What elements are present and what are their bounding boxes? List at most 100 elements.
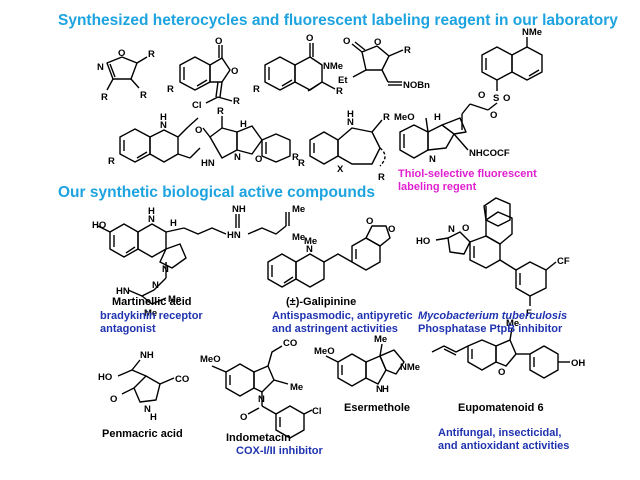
tri-O2: O xyxy=(255,154,262,165)
heading-synthesized: Synthesized heterocycles and fluorescent… xyxy=(58,12,618,29)
bzd-R1: R xyxy=(383,112,390,123)
phth-R2: R xyxy=(167,84,174,95)
pen-H: H xyxy=(150,412,157,423)
pen-O: O xyxy=(110,394,117,405)
esermethole-name: Esermethole xyxy=(344,402,411,414)
eupomatenoid-structure: O Me OH xyxy=(431,318,585,379)
phth-R1: R xyxy=(233,96,240,107)
bzd-H: H xyxy=(347,109,354,120)
eupomatenoid-name: Eupomatenoid 6 xyxy=(458,402,544,414)
ese-MeO: MeO xyxy=(314,346,335,357)
myc-CF3: CF xyxy=(557,256,570,267)
tri-N: N xyxy=(234,152,241,163)
pen-HO2C: HO xyxy=(98,372,112,383)
mar-HN: HN xyxy=(227,230,241,241)
reag-NHCOCF3: NHCOCF xyxy=(469,148,510,159)
galipinine-activity-2: and astringent activities xyxy=(272,323,398,335)
bzd-X: X xyxy=(337,164,344,175)
eup-Me: Me xyxy=(506,318,519,329)
mar-HN-b: HN xyxy=(116,286,130,297)
iso-R2: R xyxy=(148,49,155,60)
mar-Me4: Me xyxy=(144,308,157,319)
reag-H: H xyxy=(434,112,441,123)
eup-OH: OH xyxy=(571,358,585,369)
martinellic-acid-name: Martinellic acid xyxy=(112,296,192,308)
ese-H: H xyxy=(382,384,389,395)
myc-O: O xyxy=(462,223,469,234)
mar-N: N xyxy=(148,214,155,225)
iso-R1: R xyxy=(101,92,108,103)
ese-Me: Me xyxy=(374,334,387,345)
isoxazole-structure: N O R R R xyxy=(97,48,155,103)
pen-NH: N xyxy=(144,404,151,415)
penmacric-acid-structure: HO NH O N H CO xyxy=(98,350,189,423)
pen-NH2: NH xyxy=(140,350,154,361)
ptpb-activity-italic: Mycobacterium tuberculosis xyxy=(418,310,568,322)
iso-R3: R xyxy=(140,90,147,101)
galipinine-activity-1: Antispasmodic, antipyretic xyxy=(272,310,413,322)
isoq-R1: R xyxy=(336,86,343,97)
ind-N: N xyxy=(258,394,265,405)
ptpb-activity: Phosphatase PtpB inhibitor xyxy=(418,323,563,335)
mar-HO2C: HO xyxy=(92,220,106,231)
reag-MeO: MeO xyxy=(394,112,415,123)
gal-N: N xyxy=(306,244,313,255)
tricyclic-structure: O R HN N H O R xyxy=(195,106,299,169)
eup-O: O xyxy=(498,367,505,378)
ptpb-inhibitor-structure: HO O N CF F xyxy=(416,197,570,319)
mar-NH: NH xyxy=(232,204,246,215)
mar-N3: N xyxy=(152,280,159,291)
mar-N2: N xyxy=(162,264,169,275)
martinellic-acid-activity-2: antagonist xyxy=(100,323,156,335)
eupomatenoid-activity-2: and antioxidant activities xyxy=(438,440,570,452)
benzazepine-structure: N H R R X R xyxy=(298,109,390,183)
dans-S: S xyxy=(493,93,499,104)
lact-NOBn: NOBn xyxy=(403,80,430,91)
mar-Me3: Me xyxy=(168,294,181,305)
gal-O2: O xyxy=(388,224,395,235)
indometacin-structure: MeO CO Me N O Cl xyxy=(200,338,322,439)
galipinine-structure: N Me O O xyxy=(267,216,395,288)
tri-O: O xyxy=(195,125,202,136)
galipinine-name: (±)-Galipinine xyxy=(286,296,357,308)
iso-N: N xyxy=(97,62,104,73)
tri-R2: R xyxy=(292,152,299,163)
lactone-structure: O O R Et NOBn xyxy=(338,36,430,91)
ind-MeO: MeO xyxy=(200,354,221,365)
tri-H: H xyxy=(240,119,247,130)
lact-Et: Et xyxy=(338,75,348,86)
pen-CO2H: CO xyxy=(175,374,189,385)
martinellic-acid-activity-1: bradykinin receptor xyxy=(100,310,203,322)
thiol-reagent-label-2: labeling regent xyxy=(398,181,477,193)
heading-bioactive: Our synthetic biological active compound… xyxy=(58,184,375,201)
lact-R: R xyxy=(404,45,411,56)
mar-Me2: Me xyxy=(292,232,305,243)
gal-O1: O xyxy=(366,216,373,227)
bzd-R3: R xyxy=(378,172,385,183)
dans-NMe2: NMe xyxy=(522,27,542,38)
lact-O: O xyxy=(343,36,350,47)
dansyl-reagent-structure: NMe S O O O xyxy=(461,27,543,130)
ind-O: O xyxy=(240,412,247,423)
penmacric-acid-name: Penmacric acid xyxy=(102,428,183,440)
dans-O1: O xyxy=(478,90,485,101)
diallyl-thq-structure: N H R xyxy=(108,112,201,167)
thiol-reagent-structure: MeO H N NHCOCF xyxy=(394,112,510,165)
tri-HN: HN xyxy=(201,158,215,169)
isoq-R2: R xyxy=(253,84,260,95)
ese-N: N xyxy=(376,384,383,395)
phth-O-ring: O xyxy=(231,66,238,77)
thq-N: N xyxy=(160,120,167,131)
dans-O2: O xyxy=(503,93,510,104)
tri-R: R xyxy=(217,106,224,117)
ind-Cl: Cl xyxy=(312,406,322,417)
isoquinolinone-structure: O NMe R R xyxy=(253,33,343,97)
myc-HO2C: HO xyxy=(416,236,430,247)
isoq-NMe: NMe xyxy=(323,61,343,72)
mar-H-junction: H xyxy=(170,218,177,229)
thq-R: R xyxy=(108,156,115,167)
ind-Me: Me xyxy=(290,382,303,393)
phth-Cl: Cl xyxy=(192,100,202,111)
bzd-R: R xyxy=(298,158,305,169)
